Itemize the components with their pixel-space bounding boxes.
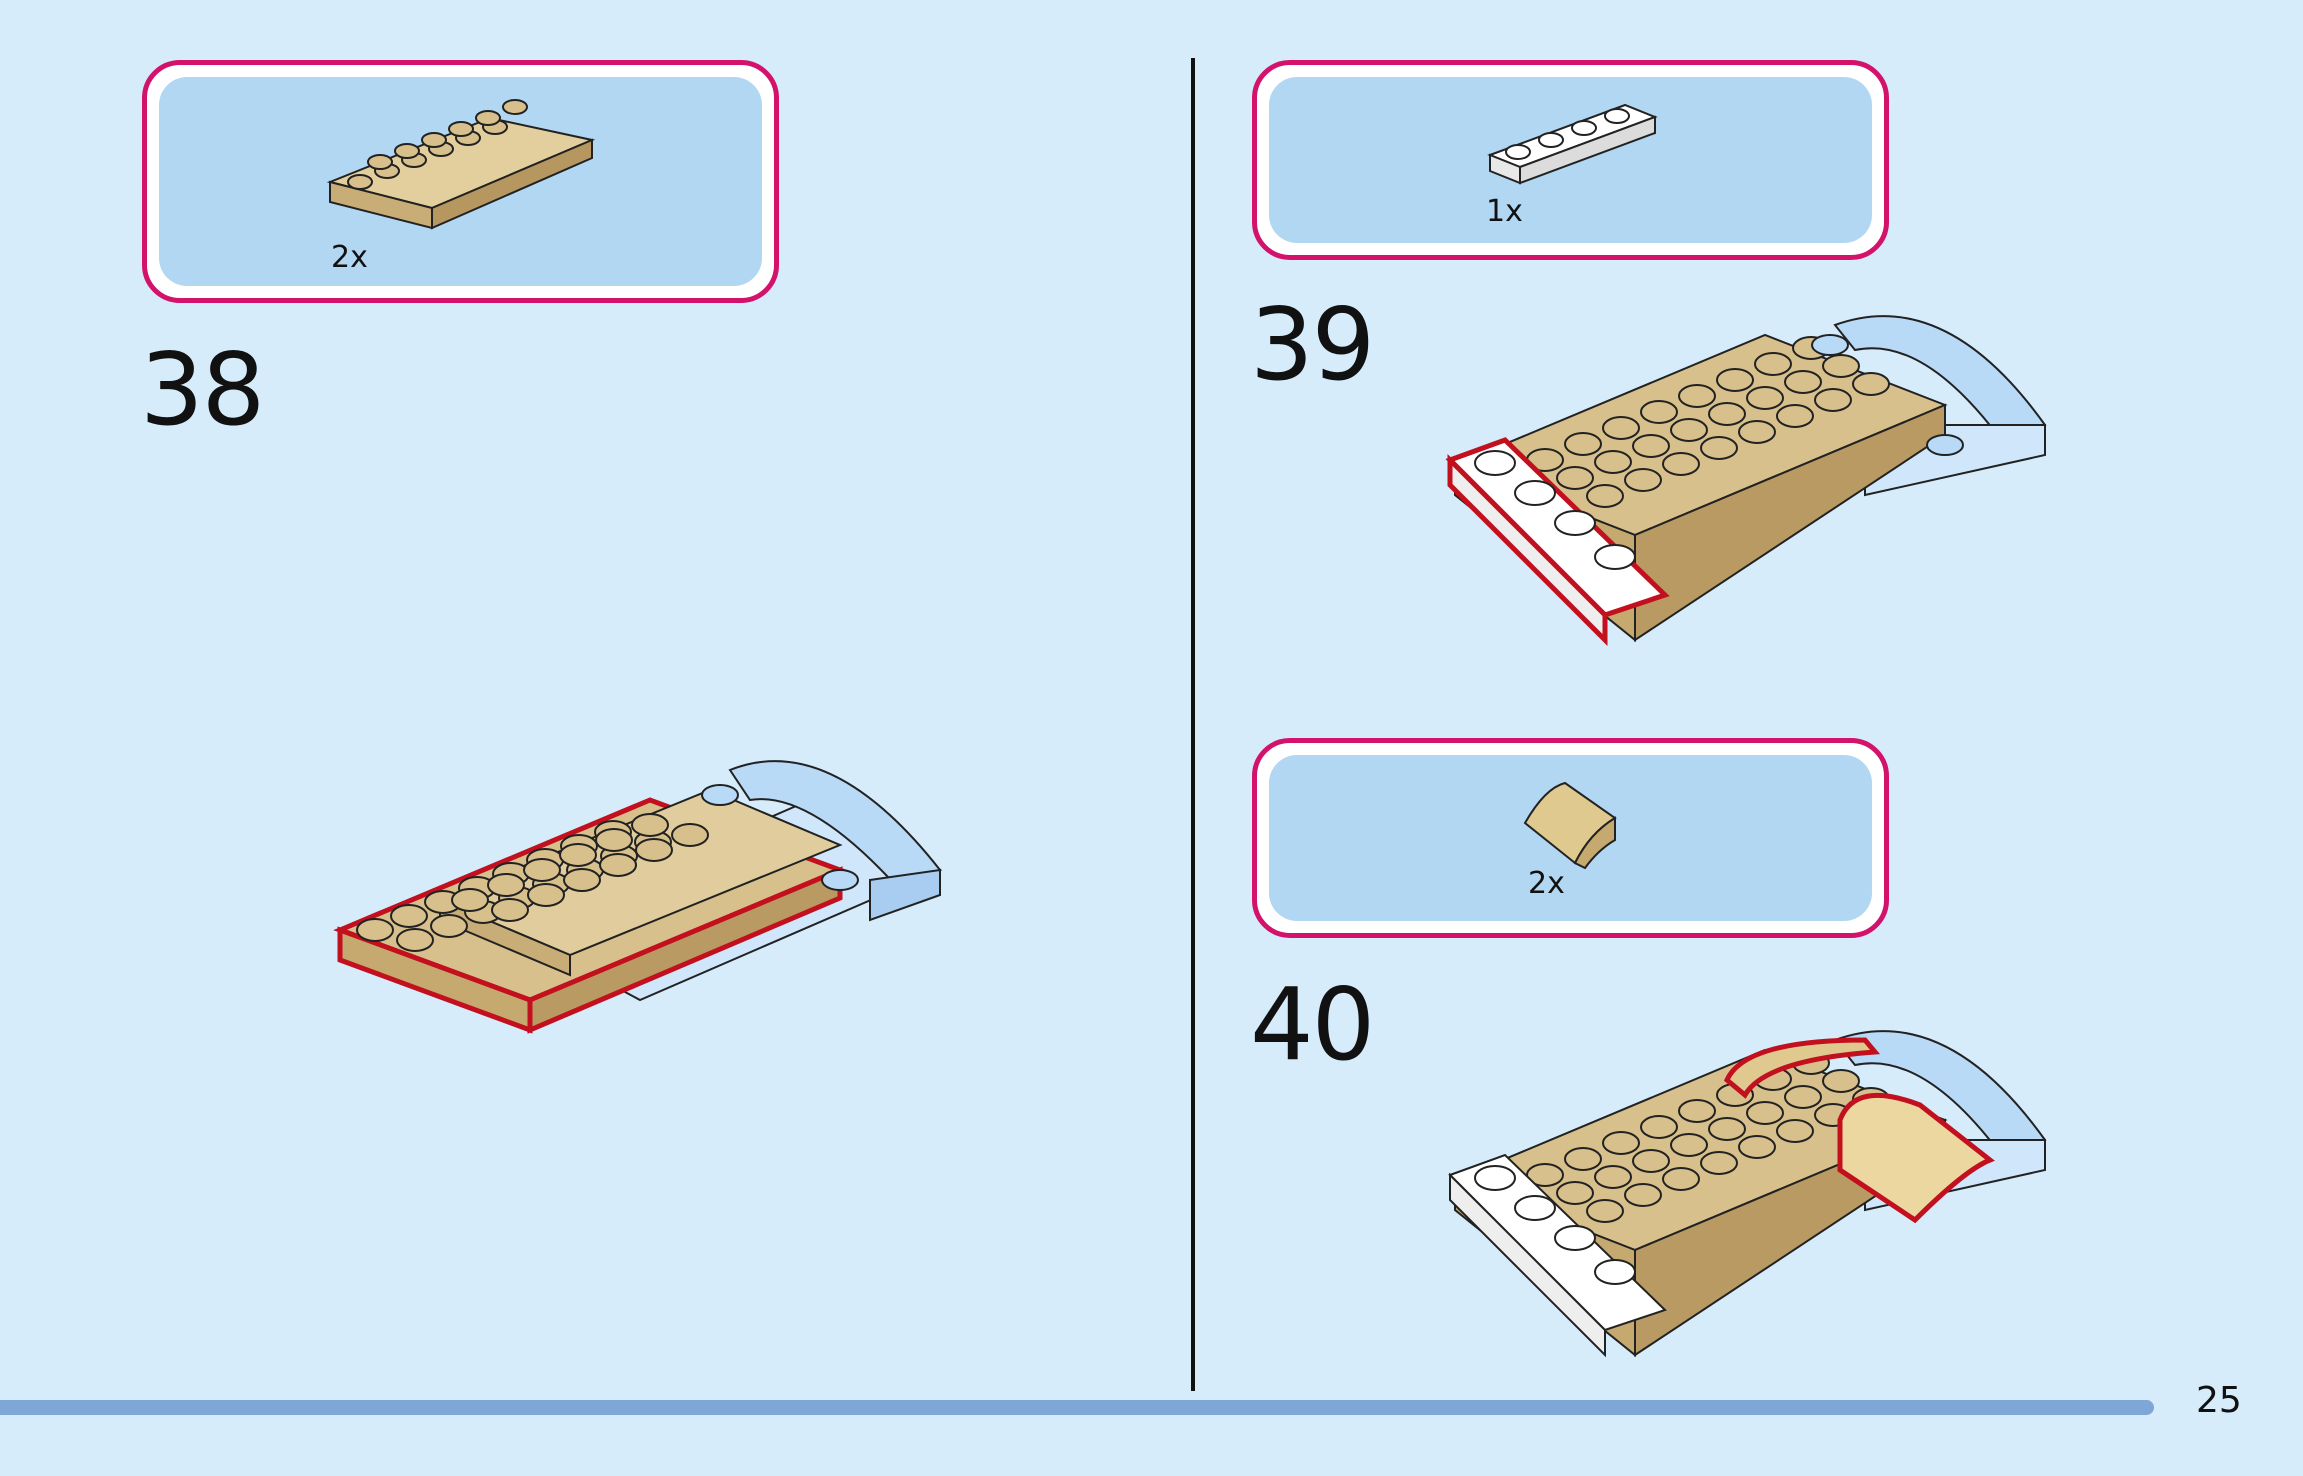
lego-stud: [1784, 370, 1822, 394]
lego-stud: [1678, 384, 1716, 408]
lego-stud: [475, 110, 501, 126]
lego-stud: [1784, 1085, 1822, 1109]
lego-stud: [1814, 388, 1852, 412]
lego-stud: [421, 132, 447, 148]
lego-stud: [390, 904, 428, 928]
lego-stud: [1640, 1115, 1678, 1139]
lego-stud: [671, 823, 709, 847]
lego-stud: [1746, 1101, 1784, 1125]
lego-stud: [367, 154, 393, 170]
lego-stud: [1670, 418, 1708, 442]
lego-stud: [1776, 1119, 1814, 1143]
lego-stud: [599, 853, 637, 877]
step-38-part-qty: 2x: [331, 240, 368, 275]
lego-stud: [1602, 1131, 1640, 1155]
lego-stud: [563, 868, 601, 892]
lego-stud: [1678, 1099, 1716, 1123]
lego-stud: [523, 858, 561, 882]
lego-stud: [1624, 468, 1662, 492]
lego-stud: [396, 928, 434, 952]
step-38-parts-box: [142, 60, 779, 303]
lego-stud: [1708, 402, 1746, 426]
lego-stud: [1594, 1165, 1632, 1189]
lego-stud: [1716, 368, 1754, 392]
lego-stud: [1556, 1181, 1594, 1205]
step-39-assembly-illustration: [1445, 315, 2047, 647]
footer-bar: [0, 1400, 2154, 1415]
lego-stud: [1822, 354, 1860, 378]
step-40-number: 40: [1250, 966, 1375, 1083]
lego-stud: [1700, 436, 1738, 460]
lego-stud: [448, 121, 474, 137]
lego-stud: [1640, 400, 1678, 424]
lego-stud: [559, 843, 597, 867]
lego-stud: [1586, 484, 1624, 508]
lego-stud: [1670, 1133, 1708, 1157]
step-38-assembly-illustration: [333, 760, 943, 1034]
lego-stud: [1746, 386, 1784, 410]
lego-stud: [1700, 1151, 1738, 1175]
lego-stud: [502, 99, 528, 115]
lego-stud: [1564, 1147, 1602, 1171]
lego-stud: [1602, 416, 1640, 440]
lego-stud: [1624, 1183, 1662, 1207]
lego-stud: [631, 813, 669, 837]
step-39-part-qty: 1x: [1486, 194, 1523, 229]
step-39-number: 39: [1250, 286, 1375, 403]
lego-stud: [347, 174, 373, 190]
lego-stud: [1776, 404, 1814, 428]
lego-stud: [1822, 1069, 1860, 1093]
lego-stud: [1586, 1199, 1624, 1223]
lego-stud: [1852, 372, 1890, 396]
lego-stud: [635, 838, 673, 862]
lego-stud: [1662, 1167, 1700, 1191]
lego-stud: [1594, 450, 1632, 474]
lego-stud: [1708, 1117, 1746, 1141]
lego-stud: [356, 918, 394, 942]
lego-stud: [1632, 1149, 1670, 1173]
lego-stud: [430, 914, 468, 938]
lego-stud: [1738, 1135, 1776, 1159]
lego-stud: [1662, 452, 1700, 476]
tan-curved-slope-icon: [1523, 781, 1617, 870]
lego-stud: [451, 888, 489, 912]
lego-stud: [1632, 434, 1670, 458]
lego-stud: [487, 873, 525, 897]
step-40-assembly-illustration: [1448, 1030, 2047, 1358]
lego-stud: [394, 143, 420, 159]
lego-stud: [1564, 432, 1602, 456]
step-38-number: 38: [140, 331, 265, 448]
white-plate-1x4-icon: [1487, 103, 1658, 185]
lego-stud: [1754, 352, 1792, 376]
page-number: 25: [2196, 1380, 2242, 1421]
lego-stud: [595, 828, 633, 852]
page-divider: [1191, 58, 1195, 1391]
tan-plate-2x6-icon: [326, 99, 596, 230]
lego-stud: [527, 883, 565, 907]
lego-stud: [491, 898, 529, 922]
lego-stud: [1738, 420, 1776, 444]
lego-stud: [1556, 466, 1594, 490]
step-40-part-qty: 2x: [1528, 866, 1565, 901]
